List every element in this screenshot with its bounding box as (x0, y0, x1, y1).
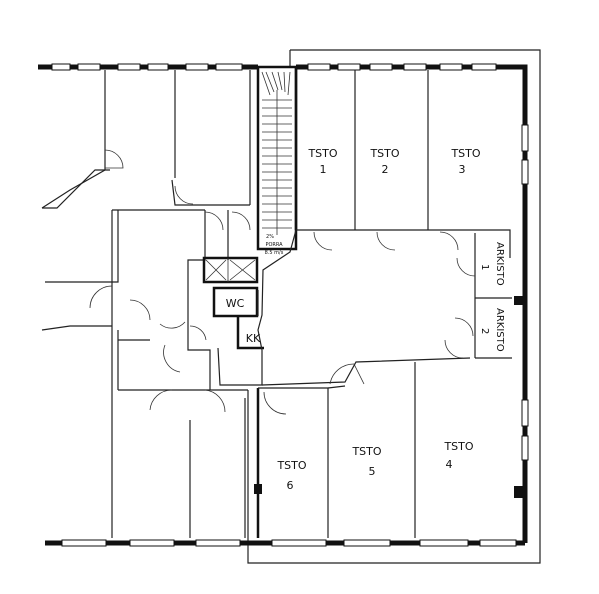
room-label-tsto4-number: 4 (446, 458, 453, 471)
shafts (202, 256, 259, 284)
room-label-tsto3-number: 3 (459, 163, 466, 176)
room-label-tsto5-name: TSTO (351, 445, 381, 458)
top-exterior-wall (38, 63, 525, 71)
room-label-tsto3-name: TSTO (450, 147, 480, 160)
room-label-arkisto1-number: 1 (479, 264, 490, 270)
room-label-wc: WC (226, 297, 245, 310)
room-label-tsto6-number: 6 (287, 479, 294, 492)
room-label-arkisto2-name: ARKISTO (494, 308, 505, 352)
staircase: 2% PORRA 8.5 m/s (256, 65, 298, 256)
door-swings (89, 149, 476, 415)
room-label-tsto6-name: TSTO (276, 459, 306, 472)
room-label-tsto1-number: 1 (320, 163, 327, 176)
central-corridor (217, 229, 471, 386)
room-label-tsto1-name: TSTO (307, 147, 337, 160)
bottom-exterior-wall (45, 539, 525, 547)
upper-office-walls (294, 67, 512, 359)
room-label-arkisto2-number: 2 (479, 328, 490, 334)
room-label-kk: KK (246, 332, 261, 345)
wc-kk-block (212, 286, 264, 350)
room-label-tsto2-number: 2 (382, 163, 389, 176)
room-label-tsto2-name: TSTO (369, 147, 399, 160)
stair-note-line2: PORRA (265, 242, 283, 248)
highlight-frame (247, 49, 541, 564)
room-label-arkisto1-name: ARKISTO (494, 242, 505, 286)
room-label-tsto5-number: 5 (369, 465, 376, 478)
stair-note-line3: 8.5 m/s (265, 250, 284, 256)
left-side-walls (41, 70, 251, 538)
room-label-tsto4-name: TSTO (443, 440, 473, 453)
room-labels: TSTO 1 TSTO 2 TSTO 3 TSTO 4 TSTO 5 TSTO … (226, 147, 505, 492)
right-exterior-wall (496, 64, 529, 543)
lower-office-walls (254, 362, 416, 538)
stair-note-line1: 2% (266, 234, 274, 240)
